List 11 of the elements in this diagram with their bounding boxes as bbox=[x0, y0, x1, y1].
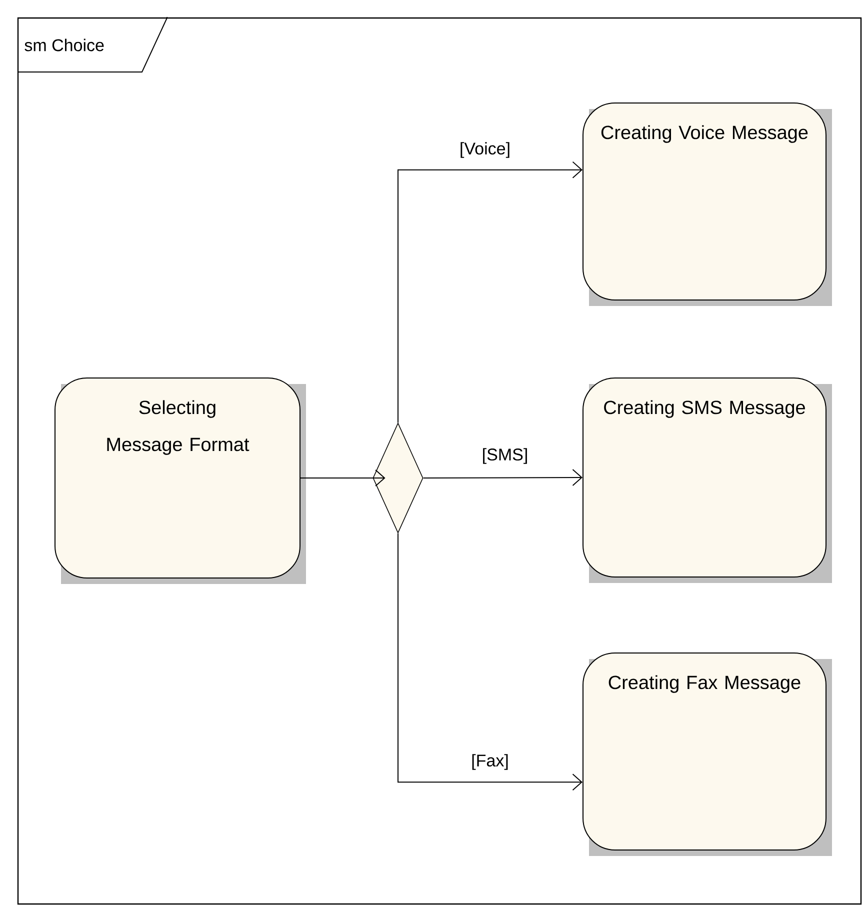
arrow bbox=[398, 532, 582, 791]
state-box: Creating Fax Message bbox=[582, 652, 832, 856]
edge-label: [SMS] bbox=[480, 447, 530, 465]
arrow bbox=[398, 161, 582, 424]
arrow bbox=[300, 470, 386, 486]
arrow bbox=[422, 469, 582, 486]
state-box: Creating Voice Message bbox=[582, 102, 832, 306]
edge-label: [Fax] bbox=[470, 753, 510, 771]
state-box: Selecting Message Format bbox=[54, 378, 306, 584]
state-box: Creating SMS Message bbox=[582, 378, 832, 583]
edge-label: [Voice] bbox=[458, 141, 512, 159]
